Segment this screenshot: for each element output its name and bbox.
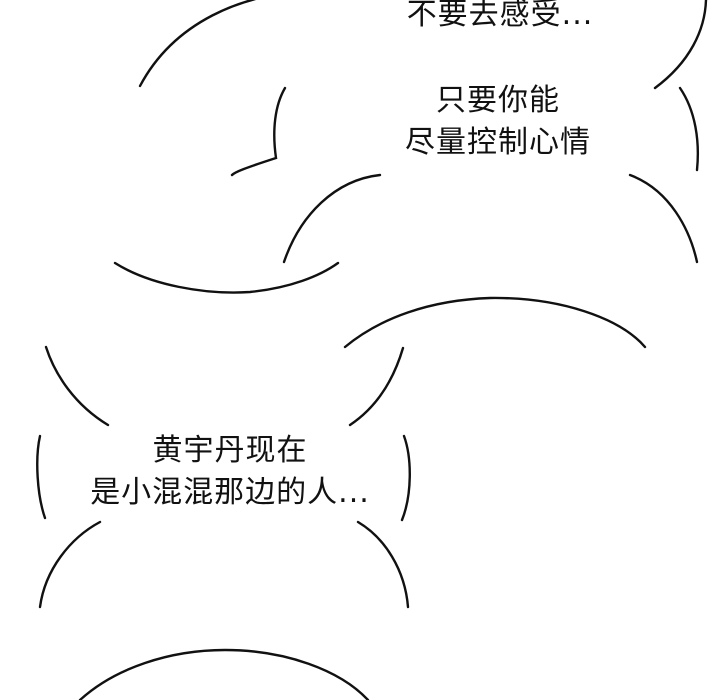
cropped-text-fragment-2: ▀ ▀▀ ▀ [430,256,560,262]
top-bubble-outline [138,0,708,90]
top-bubble-text: 不要去感受... [380,0,620,36]
middle-bubble-line-1: 只要你能 [436,83,560,118]
large-bubble-top-outline [343,296,647,349]
middle-bubble-outline [230,86,700,177]
middle-bubble-line-2: 尽量控制心情 [405,125,591,160]
cropped-text-fragment-3: ▀ ▀ ▀▀ ▀ [145,602,315,608]
top-bubble-line-1: 不要去感受... [406,0,594,32]
cropped-text-fragment-1: ▀ ▀▀ ▀ ▀ [400,171,570,179]
bottom-bubble-outline [78,648,370,700]
lower-bubble-top-outline [44,345,405,427]
lower-bubble-sides [36,434,411,522]
panel-gutter [0,88,2,90]
lower-bubble-line-1: 黄宇丹现在 [152,433,308,468]
lower-bubble-bottom-outline [38,520,410,609]
lower-bubble-line-2: 是小混混那边的人... [90,475,370,510]
strip-right-bubble-outline [282,173,699,264]
strip-left-bubble-outline [113,261,340,294]
middle-bubble-text: 只要你能 尽量控制心情 [368,80,628,164]
lower-bubble-text: 黄宇丹现在 是小混混那边的人... [60,430,400,514]
